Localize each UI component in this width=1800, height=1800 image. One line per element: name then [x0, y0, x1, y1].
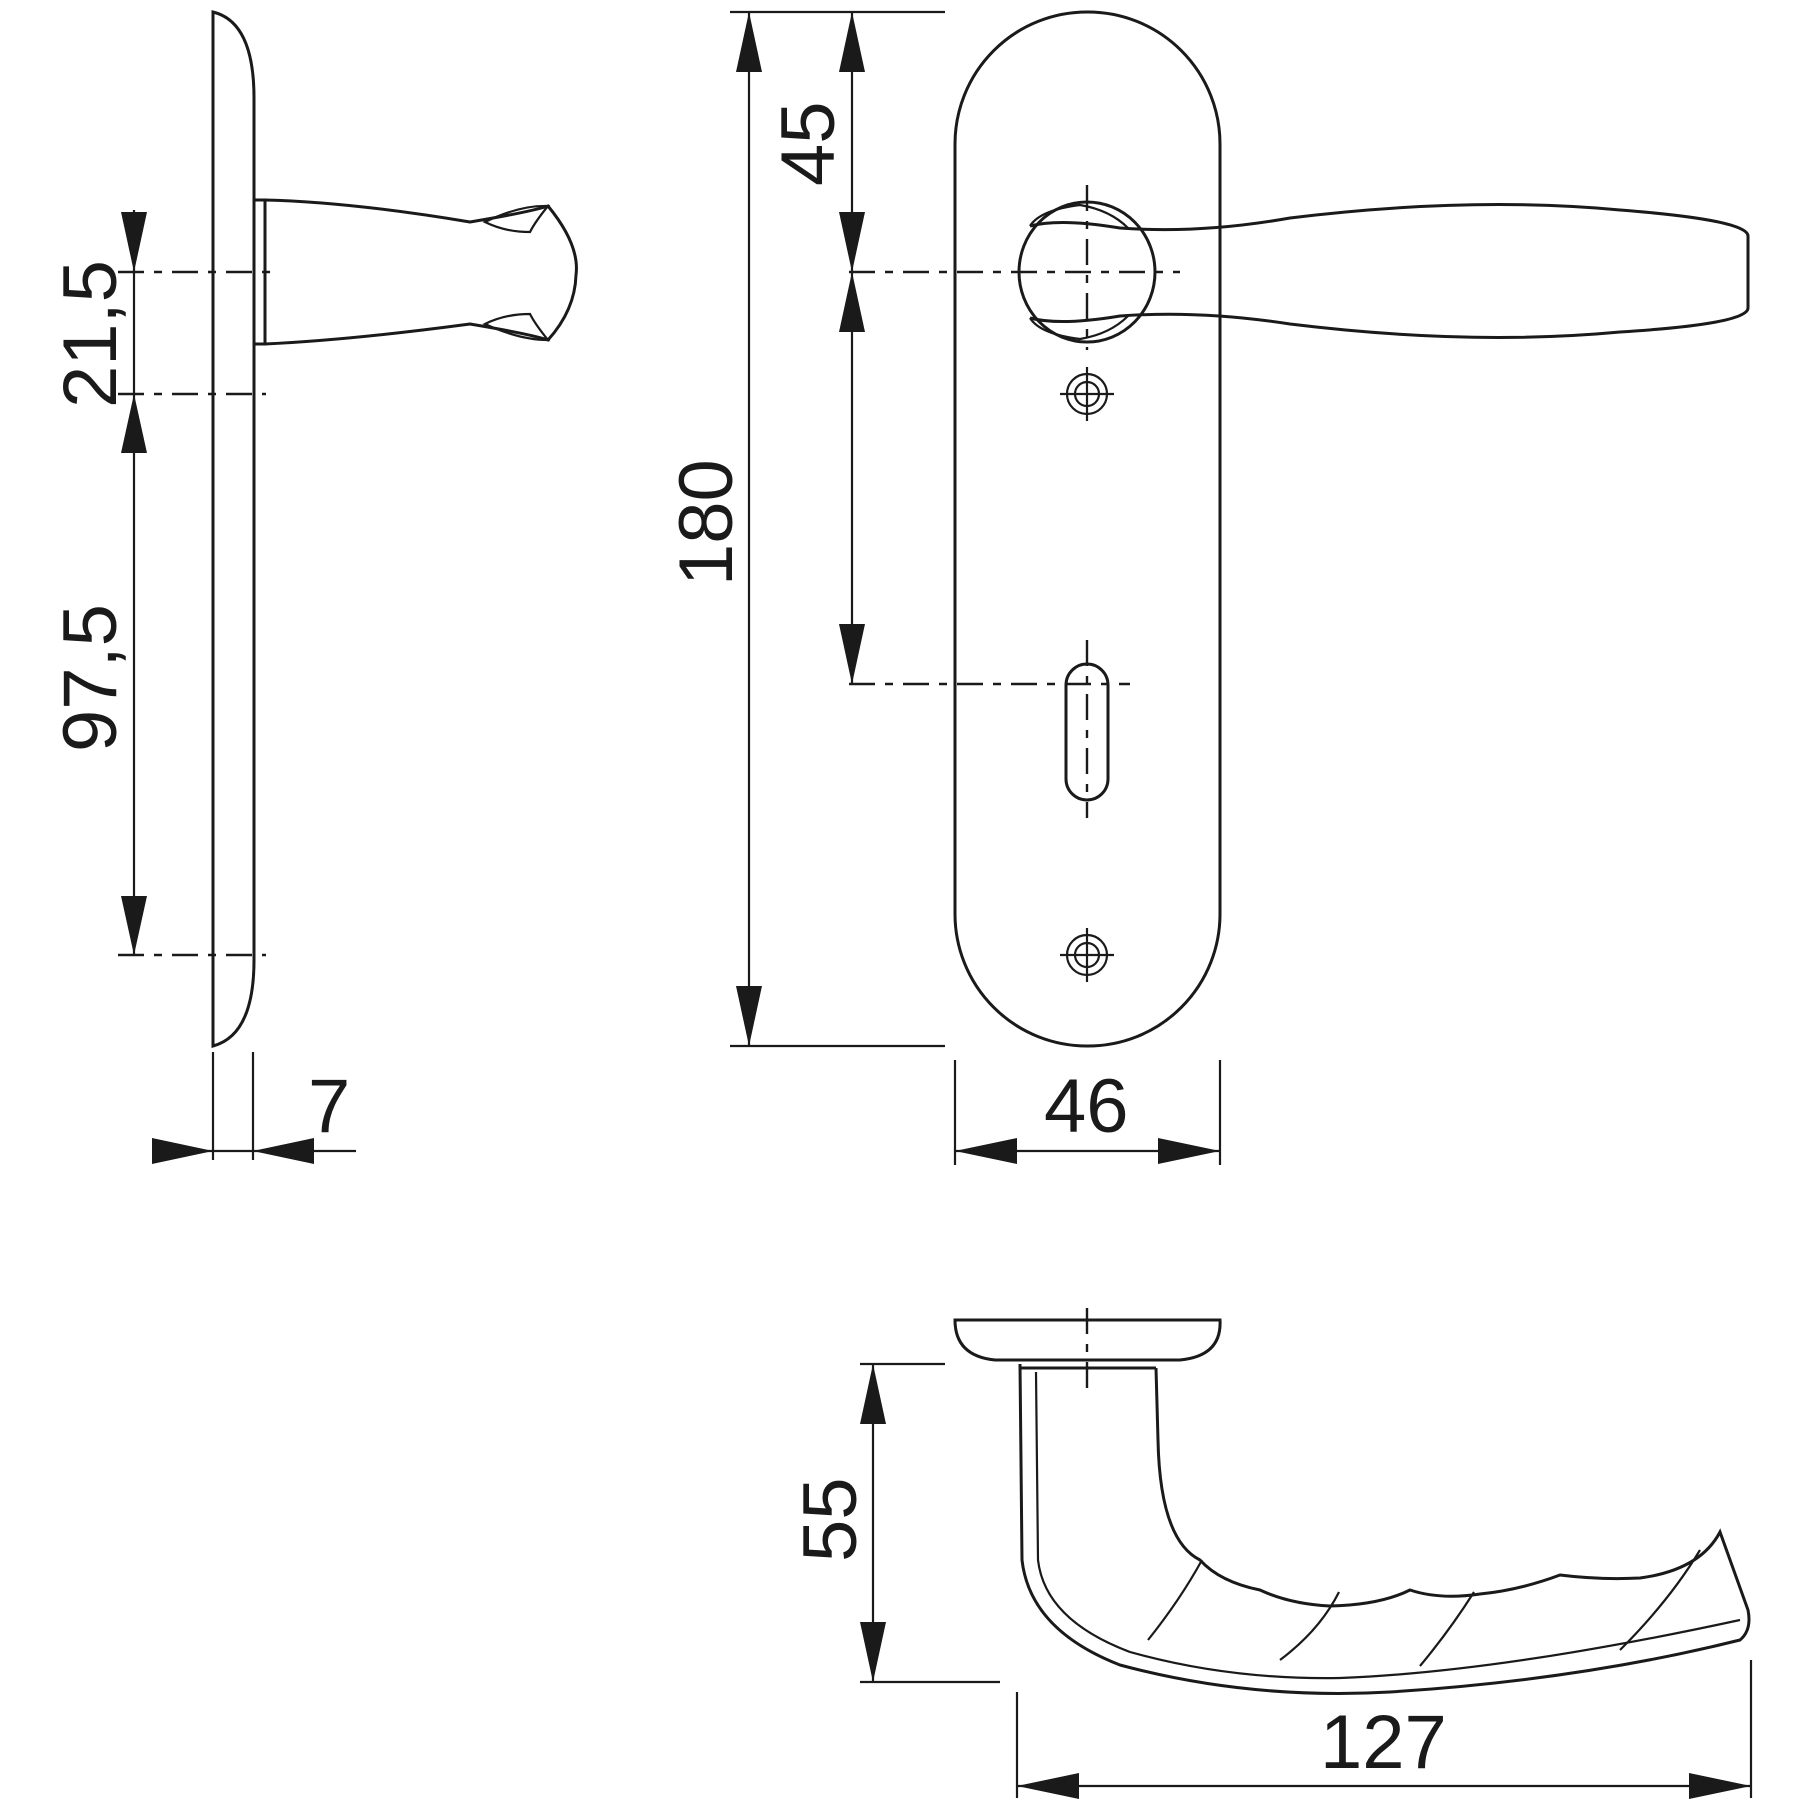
grip-groove — [1419, 1591, 1475, 1667]
arrow-left-icon — [253, 1138, 314, 1164]
top-view: 55 127 — [788, 1308, 1753, 1799]
arrow-down-icon — [860, 1622, 886, 1682]
arrow-left-icon — [1017, 1773, 1079, 1799]
dim-label-55: 55 — [788, 1477, 873, 1562]
dim-label-46: 46 — [1044, 1064, 1129, 1149]
side-plate-outline — [211, 10, 256, 1048]
front-plate-outline — [953, 10, 1222, 1048]
side-handle-end-detail — [482, 204, 551, 234]
arrow-up-icon — [860, 1364, 886, 1424]
arrow-up-icon — [839, 12, 865, 72]
dim-label-180: 180 — [664, 459, 749, 586]
dim-label-127: 127 — [1320, 1700, 1447, 1785]
arrow-down-icon — [121, 212, 147, 272]
side-handle-end-detail — [482, 312, 551, 342]
arrow-down-icon — [736, 986, 762, 1046]
screw-upper-icon — [1060, 367, 1114, 421]
lever-shank-upper — [1029, 203, 1129, 229]
dim-label-45: 45 — [766, 101, 851, 186]
arrow-up-icon — [839, 272, 865, 332]
side-handle-body — [264, 198, 578, 346]
arrow-down-icon — [839, 212, 865, 272]
grip-groove — [1279, 1591, 1340, 1661]
arrow-right-icon — [152, 1138, 213, 1164]
screw-lower-icon — [1060, 928, 1114, 982]
arrow-left-icon — [955, 1138, 1017, 1164]
lever-shank-lower — [1029, 315, 1129, 341]
arrow-right-icon — [1158, 1138, 1220, 1164]
top-rose-outline — [953, 1318, 1222, 1362]
top-lever-outline — [1018, 1363, 1751, 1695]
front-view: 180 45 46 — [664, 10, 1750, 1165]
arrow-up-icon — [121, 394, 147, 453]
arrow-down-icon — [839, 624, 865, 684]
side-view: 21,5 97,5 7 — [48, 10, 578, 1164]
dim-label-7: 7 — [308, 1064, 350, 1149]
top-lever-inner-edge — [1034, 1371, 1741, 1680]
dim-label-97-5: 97,5 — [48, 604, 133, 752]
arrow-down-icon — [121, 896, 147, 955]
arrow-right-icon — [1689, 1773, 1751, 1799]
grip-groove — [1147, 1559, 1203, 1641]
lever-outline — [1029, 203, 1750, 339]
dim-label-21-5: 21,5 — [48, 260, 133, 408]
arrow-up-icon — [736, 12, 762, 72]
grip-groove — [1619, 1549, 1701, 1651]
